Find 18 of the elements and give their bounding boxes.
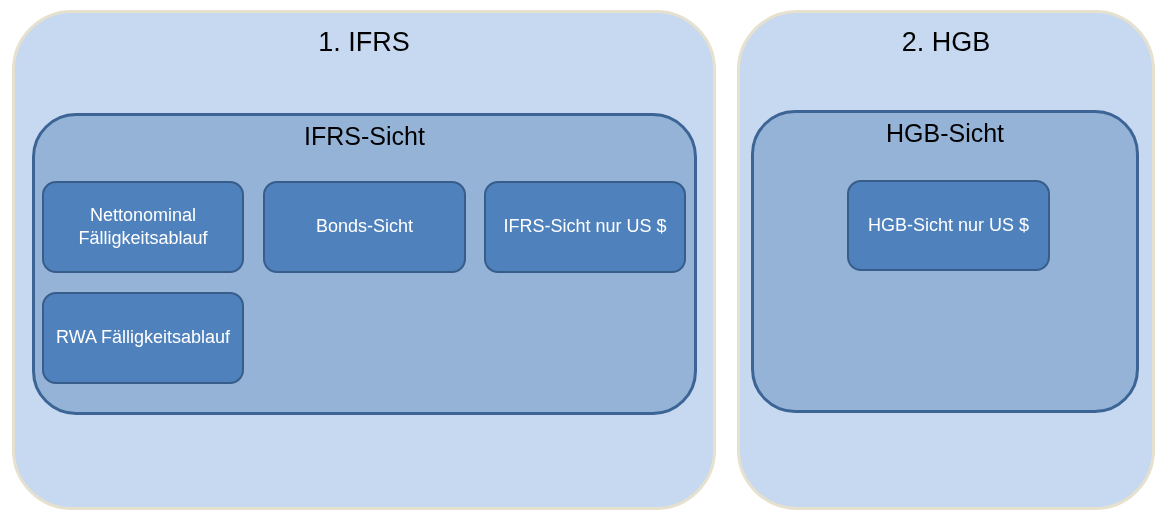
- view-box: [847, 180, 1050, 271]
- panel-title: 2. HGB: [901, 27, 991, 58]
- group-panel: [737, 10, 1155, 510]
- box-label: IFRS-Sicht nur US $: [502, 215, 668, 239]
- view-box: [42, 181, 244, 273]
- group-panel: [12, 10, 716, 510]
- panel-title: HGB-Sicht: [885, 119, 1005, 148]
- panel-title: 1. IFRS: [318, 27, 410, 58]
- box-label: Nettonominal Fälligkeitsablauf: [77, 203, 209, 250]
- view-panel: [32, 113, 697, 415]
- box-label: Bonds-Sicht: [314, 215, 415, 239]
- panel-title: IFRS-Sicht: [304, 122, 425, 151]
- view-box: [484, 181, 686, 273]
- box-label: RWA Fälligkeitsablauf: [54, 326, 232, 350]
- view-box: [263, 181, 466, 273]
- view-panel: [751, 110, 1139, 413]
- view-box: [42, 292, 244, 384]
- box-label: HGB-Sicht nur US $: [866, 213, 1031, 237]
